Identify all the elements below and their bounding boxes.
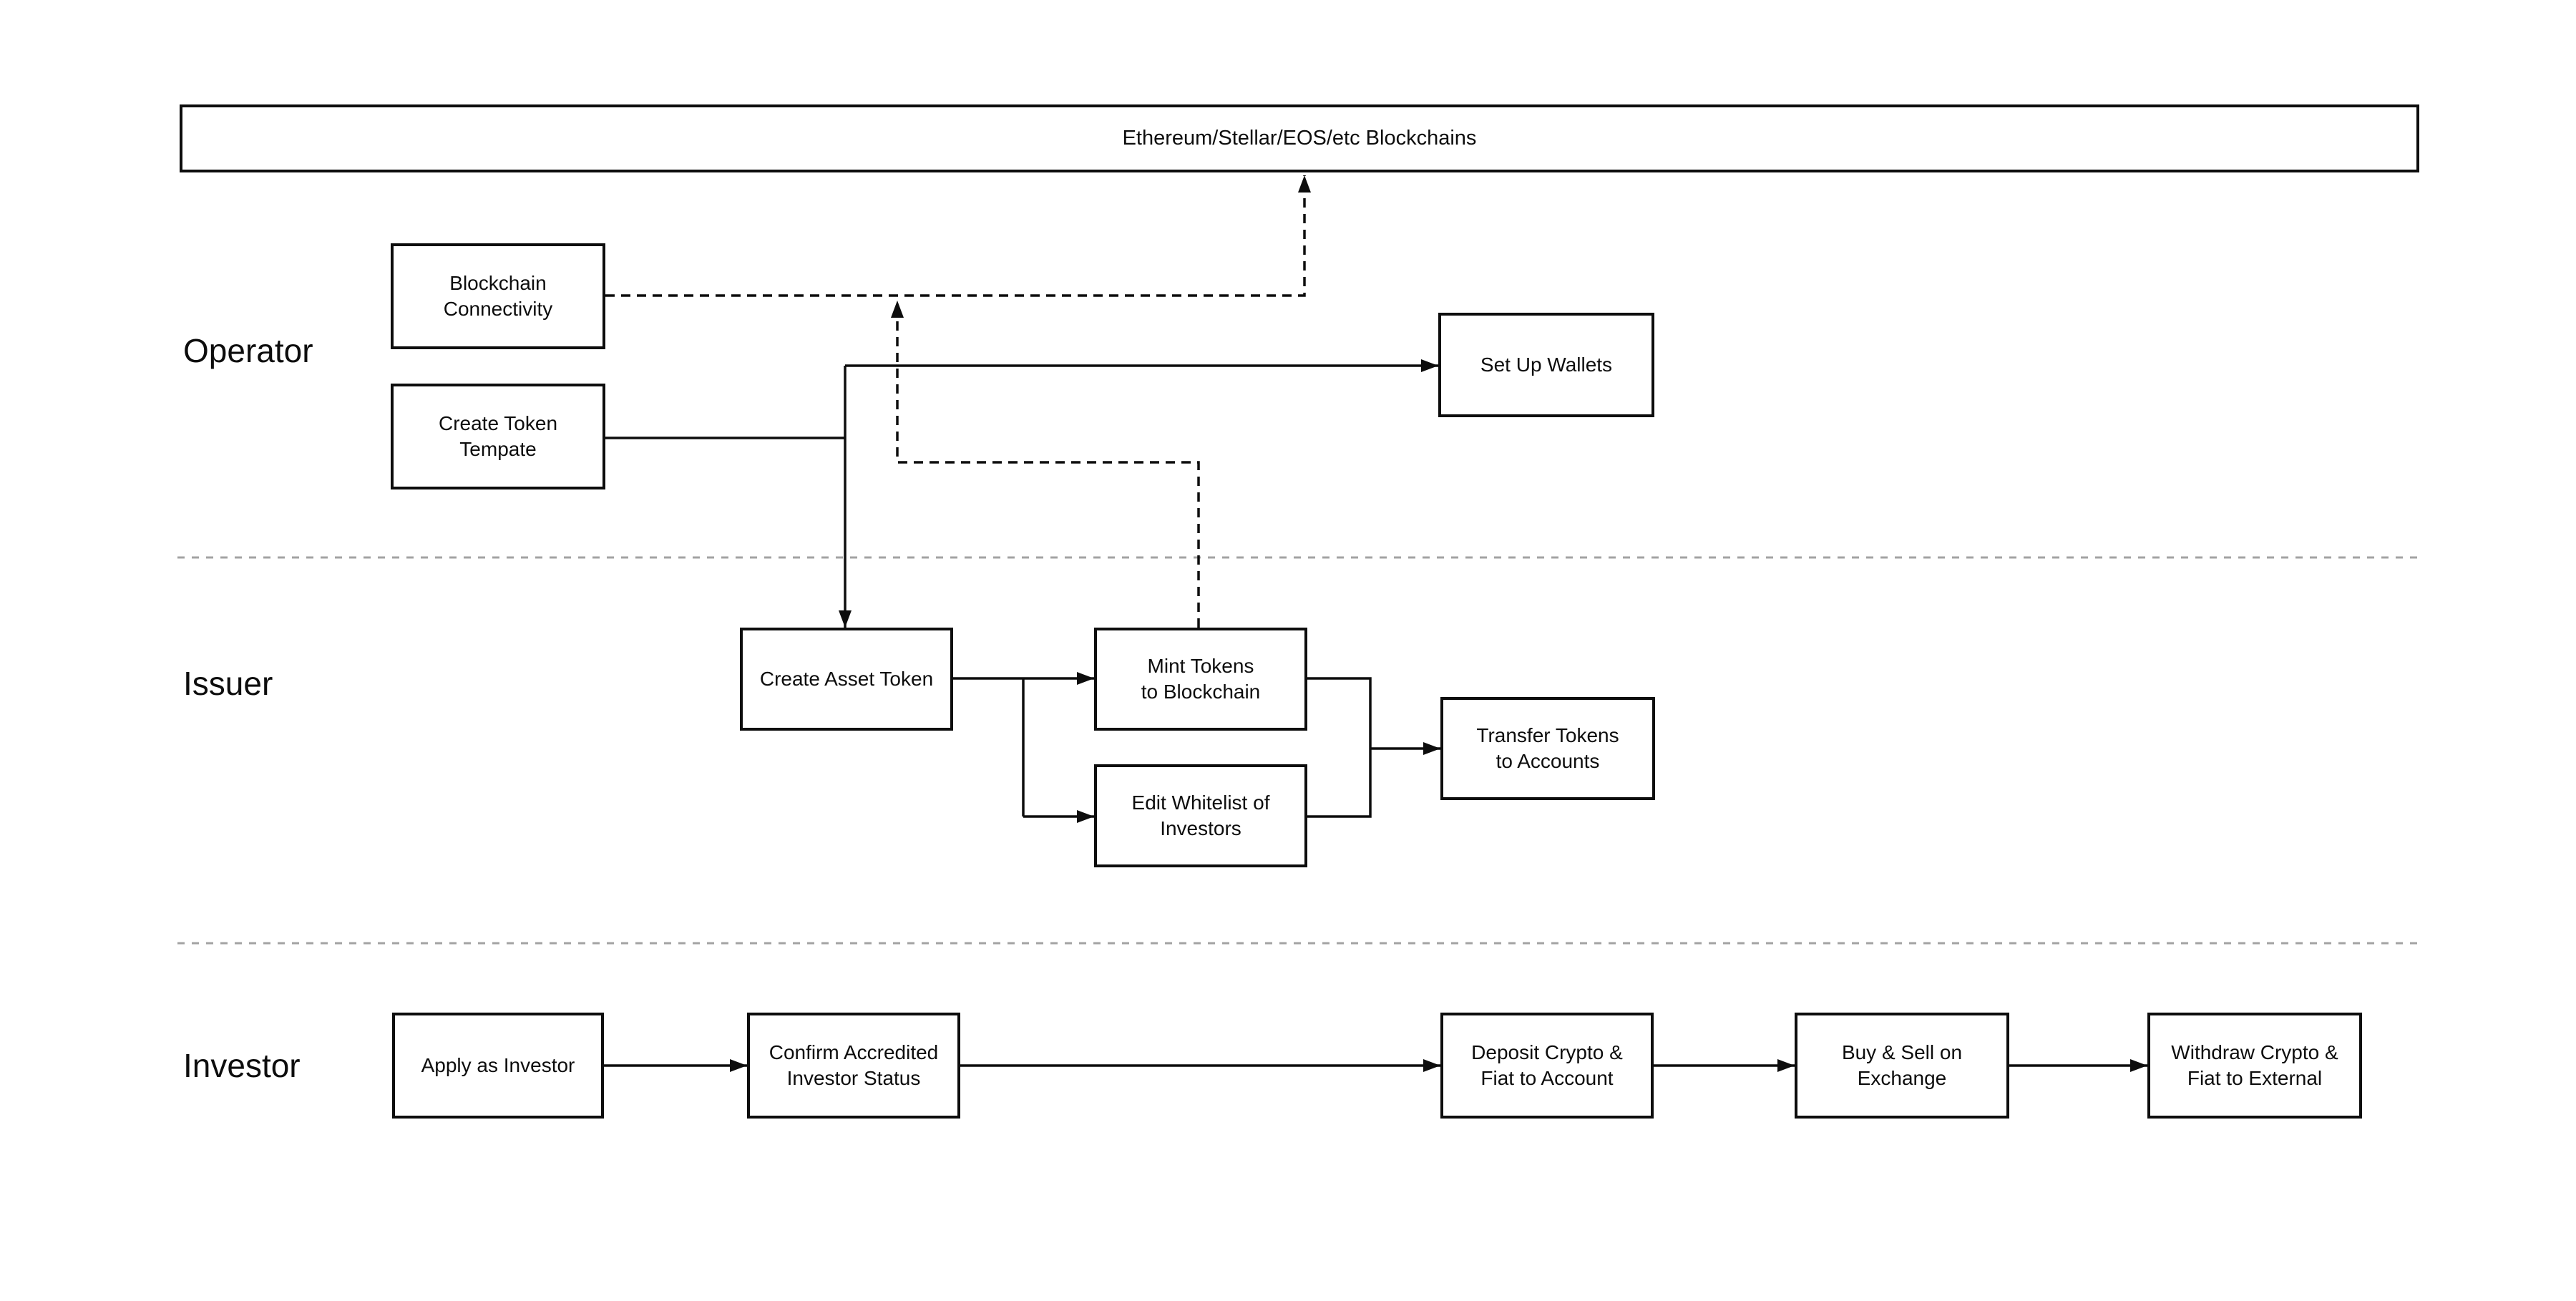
edge-connectivity-to-blockchains-dashed-arrow [605, 175, 1311, 297]
lane-label-operator: Operator [183, 332, 313, 369]
lane-label-issuer: Issuer [183, 665, 273, 702]
node-deposit-crypto: Deposit Crypto & Fiat to Account [1440, 1013, 1654, 1119]
edge-mint-edit-merge [1307, 677, 1372, 818]
edge-mint-to-connectivity-dashed-arrow [891, 301, 1200, 628]
node-blockchain-connectivity: Blockchain Connectivity [391, 243, 605, 349]
node-apply-as-investor: Apply as Investor [392, 1013, 604, 1119]
node-transfer-tokens: Transfer Tokens to Accounts [1440, 697, 1655, 800]
lane-label-investor: Investor [183, 1047, 301, 1084]
node-mint-tokens: Mint Tokens to Blockchain [1094, 628, 1307, 731]
node-edit-whitelist: Edit Whitelist of Investors [1094, 764, 1307, 867]
node-withdraw-crypto: Withdraw Crypto & Fiat to External [2147, 1013, 2362, 1119]
node-set-up-wallets: Set Up Wallets [1438, 313, 1654, 417]
blockchains-bar: Ethereum/Stellar/EOS/etc Blockchains [180, 104, 2419, 172]
node-create-asset-token: Create Asset Token [740, 628, 953, 731]
node-buy-sell: Buy & Sell on Exchange [1795, 1013, 2009, 1119]
node-confirm-accredited: Confirm Accredited Investor Status [747, 1013, 960, 1119]
node-create-token-template: Create Token Tempate [391, 384, 605, 489]
